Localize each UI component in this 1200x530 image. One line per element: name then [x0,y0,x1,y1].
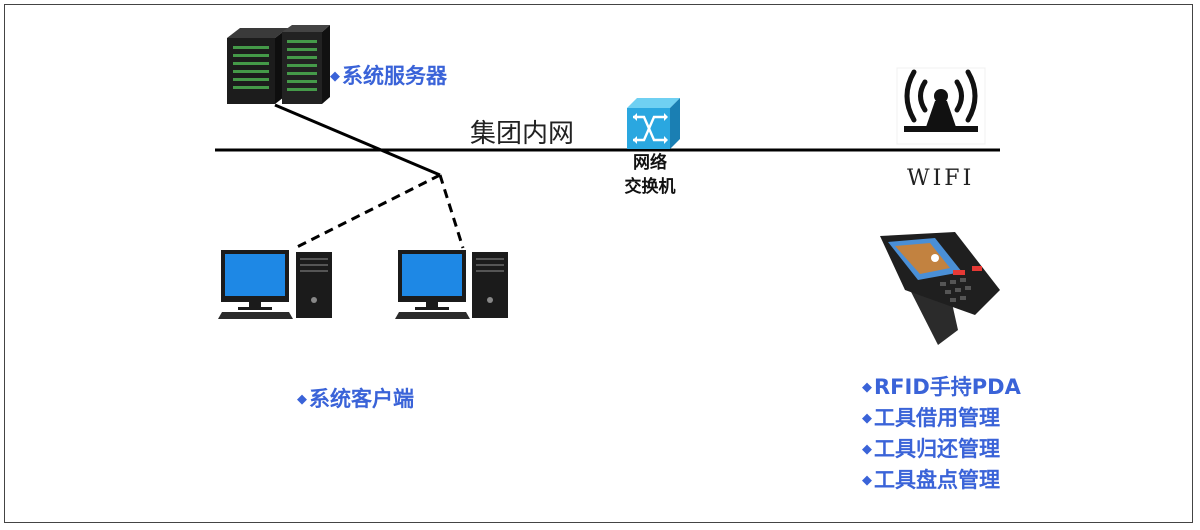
client-computer-icon [218,250,332,319]
pda-feature-text: 工具盘点管理 [874,468,1000,492]
pda-feature-item: ◆工具归还管理 [862,434,1021,465]
network-label: 集团内网 [470,119,575,149]
client-link-left [294,173,441,250]
clients-label-text: 系统客户端 [309,387,414,411]
clients-label: ◆系统客户端 [297,383,414,413]
wifi-antenna-icon [896,67,986,145]
switch-label: 网络 交换机 [612,151,688,199]
pda-feature-text: 工具归还管理 [874,437,1000,461]
rfid-pda-icon [880,232,1000,345]
pda-feature-item: ◆工具借用管理 [862,403,1021,434]
server-label: ◆系统服务器 [330,60,447,90]
server-label-text: 系统服务器 [342,64,447,88]
server-rack-icon [227,25,330,104]
bullet-icon: ◆ [330,69,340,84]
client-computer-icon [395,250,508,319]
switch-label-line1: 网络 [633,153,667,173]
pda-feature-item: ◆工具盘点管理 [862,465,1021,496]
wifi-label: WIFI [907,166,975,191]
pda-feature-text: RFID手持PDA [874,375,1021,399]
client-link-right [438,174,465,249]
pda-feature-item: ◆RFID手持PDA [862,372,1021,403]
bullet-icon: ◆ [862,473,872,488]
pda-feature-list: ◆RFID手持PDA ◆工具借用管理 ◆工具归还管理 ◆工具盘点管理 [862,372,1021,496]
switch-label-line2: 交换机 [624,177,676,197]
bullet-icon: ◆ [862,380,872,395]
pda-feature-text: 工具借用管理 [874,406,1000,430]
network-switch-icon [627,98,680,149]
bullet-icon: ◆ [297,392,307,407]
server-link-line [274,103,441,177]
bullet-icon: ◆ [862,411,872,426]
bullet-icon: ◆ [862,442,872,457]
diagram-frame [4,4,1193,523]
